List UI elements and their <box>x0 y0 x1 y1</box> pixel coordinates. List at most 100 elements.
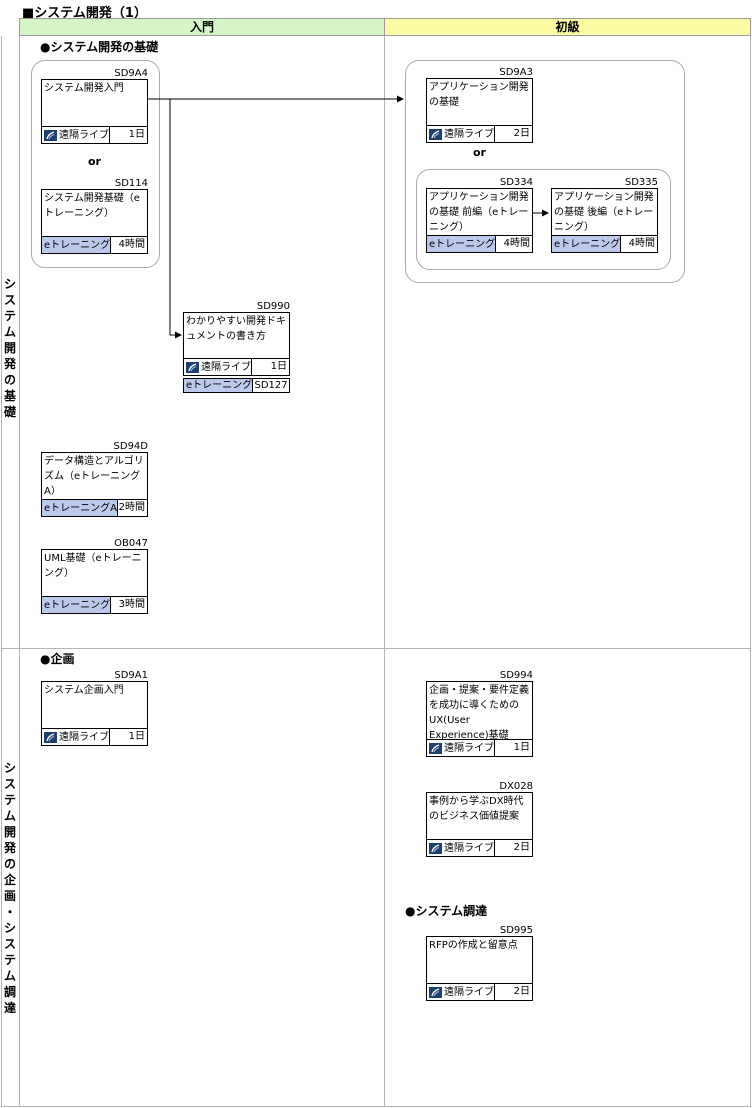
course-title: システム開発基礎（eトレーニング） <box>44 193 140 219</box>
course-card-sd994[interactable]: 企画・提案・要件定義を成功に導くためのUX(User Experience)基礎… <box>426 681 533 757</box>
delivery-type-label: eトレーニング <box>44 599 111 611</box>
course-title: データ構造とアルゴリズム（eトレーニングA） <box>44 456 144 497</box>
grid-border-left <box>1 36 2 1107</box>
grid-border-right <box>750 36 751 1107</box>
course-code-sd9a3: SD9A3 <box>499 67 533 78</box>
course-duration: 3時間 <box>110 597 147 613</box>
course-duration: 4時間 <box>495 236 532 252</box>
delivery-type-label: eトレーニング <box>44 239 111 251</box>
course-code-sd990: SD990 <box>256 301 290 312</box>
delivery-type: 遠隔ライブ <box>42 729 109 745</box>
delivery-type: eトレーニング <box>552 236 621 252</box>
course-duration: 1日 <box>109 729 147 745</box>
remote-live-icon <box>429 128 442 140</box>
course-duration: 1日 <box>109 127 147 143</box>
delivery-type-label: eトレーニング <box>429 238 496 250</box>
grid-column-divider <box>384 36 385 1107</box>
delivery-type: 遠隔ライブ <box>427 840 494 856</box>
delivery-type: eトレーニングA <box>42 500 117 516</box>
course-code-ob047: OB047 <box>114 538 148 549</box>
course-code-sd94d: SD94D <box>113 441 148 452</box>
delivery-type-label: eトレーニングA <box>44 502 117 514</box>
course-title: アプリケーション開発の基礎 <box>429 82 529 108</box>
course-code-sd9a4: SD9A4 <box>114 68 148 79</box>
delivery-type: 遠隔ライブ <box>427 126 494 142</box>
course-code-dx028: DX028 <box>499 781 533 792</box>
delivery-type: eトレーニング <box>427 236 496 252</box>
alt-course-tag-sd127[interactable]: eトレーニング SD127 <box>183 378 290 393</box>
delivery-type-label: 遠隔ライブ <box>444 742 494 754</box>
or-label-intro: or <box>88 155 101 168</box>
course-code-sd994: SD994 <box>499 670 533 681</box>
remote-live-icon <box>44 129 57 141</box>
delivery-type-label: 遠隔ライブ <box>59 731 109 743</box>
delivery-type-label: 遠隔ライブ <box>444 842 494 854</box>
column-header-basic: 初級 <box>384 18 751 36</box>
row-label-planning: システム開発の企画・システム調達 <box>3 761 16 1015</box>
grid-border-bottom <box>1 1106 751 1107</box>
remote-live-icon <box>429 986 442 998</box>
course-code-sd9a1: SD9A1 <box>114 670 148 681</box>
section-title-planning: ●企画 <box>40 652 75 666</box>
delivery-type-label: 遠隔ライブ <box>59 129 109 141</box>
grid-row-label-divider <box>19 36 20 1107</box>
column-header-intro: 入門 <box>19 18 385 36</box>
course-title: RFPの作成と留意点 <box>429 940 518 951</box>
course-duration: 2日 <box>494 126 532 142</box>
delivery-type: eトレーニング <box>42 237 111 253</box>
course-duration: 2時間 <box>117 500 147 516</box>
arrow-sd9a4-to-sd990 <box>169 99 182 339</box>
course-title: システム企画入門 <box>44 685 124 696</box>
delivery-type-label: 遠隔ライブ <box>444 986 494 998</box>
grid-row-divider <box>1 648 751 649</box>
course-title: 企画・提案・要件定義を成功に導くためのUX(User Experience)基礎 <box>429 685 529 741</box>
course-code-sd335: SD335 <box>624 177 658 188</box>
delivery-type: 遠隔ライブ <box>427 984 494 1000</box>
course-code-sd995: SD995 <box>499 925 533 936</box>
course-duration: 1日 <box>251 359 289 375</box>
row-label-foundation: システム開発の基礎 <box>3 277 16 419</box>
course-title: UML基礎（eトレーニング） <box>44 553 142 579</box>
remote-live-icon <box>186 361 199 373</box>
delivery-type-label: 遠隔ライブ <box>201 361 251 373</box>
or-label-basic: or <box>473 146 486 159</box>
remote-live-icon <box>429 842 442 854</box>
course-title: アプリケーション開発の基礎 前編（eトレーニング） <box>429 192 529 233</box>
course-duration: 1日 <box>494 740 532 756</box>
delivery-type-label: eトレーニング <box>554 238 621 250</box>
course-code-sd334: SD334 <box>499 177 533 188</box>
delivery-type: 遠隔ライブ <box>184 359 251 375</box>
delivery-type-label: 遠隔ライブ <box>444 128 494 140</box>
section-title-procurement: ●システム調達 <box>405 904 488 918</box>
course-duration: 4時間 <box>620 236 657 252</box>
course-duration: 4時間 <box>110 237 147 253</box>
remote-live-icon <box>429 742 442 754</box>
delivery-type: eトレーニング <box>42 597 111 613</box>
course-title: 事例から学ぶDX時代のビジネス価値提案 <box>429 796 524 822</box>
remote-live-icon <box>44 731 57 743</box>
course-code-sd114: SD114 <box>114 178 148 189</box>
page-title: ■システム開発（1） <box>22 6 147 21</box>
